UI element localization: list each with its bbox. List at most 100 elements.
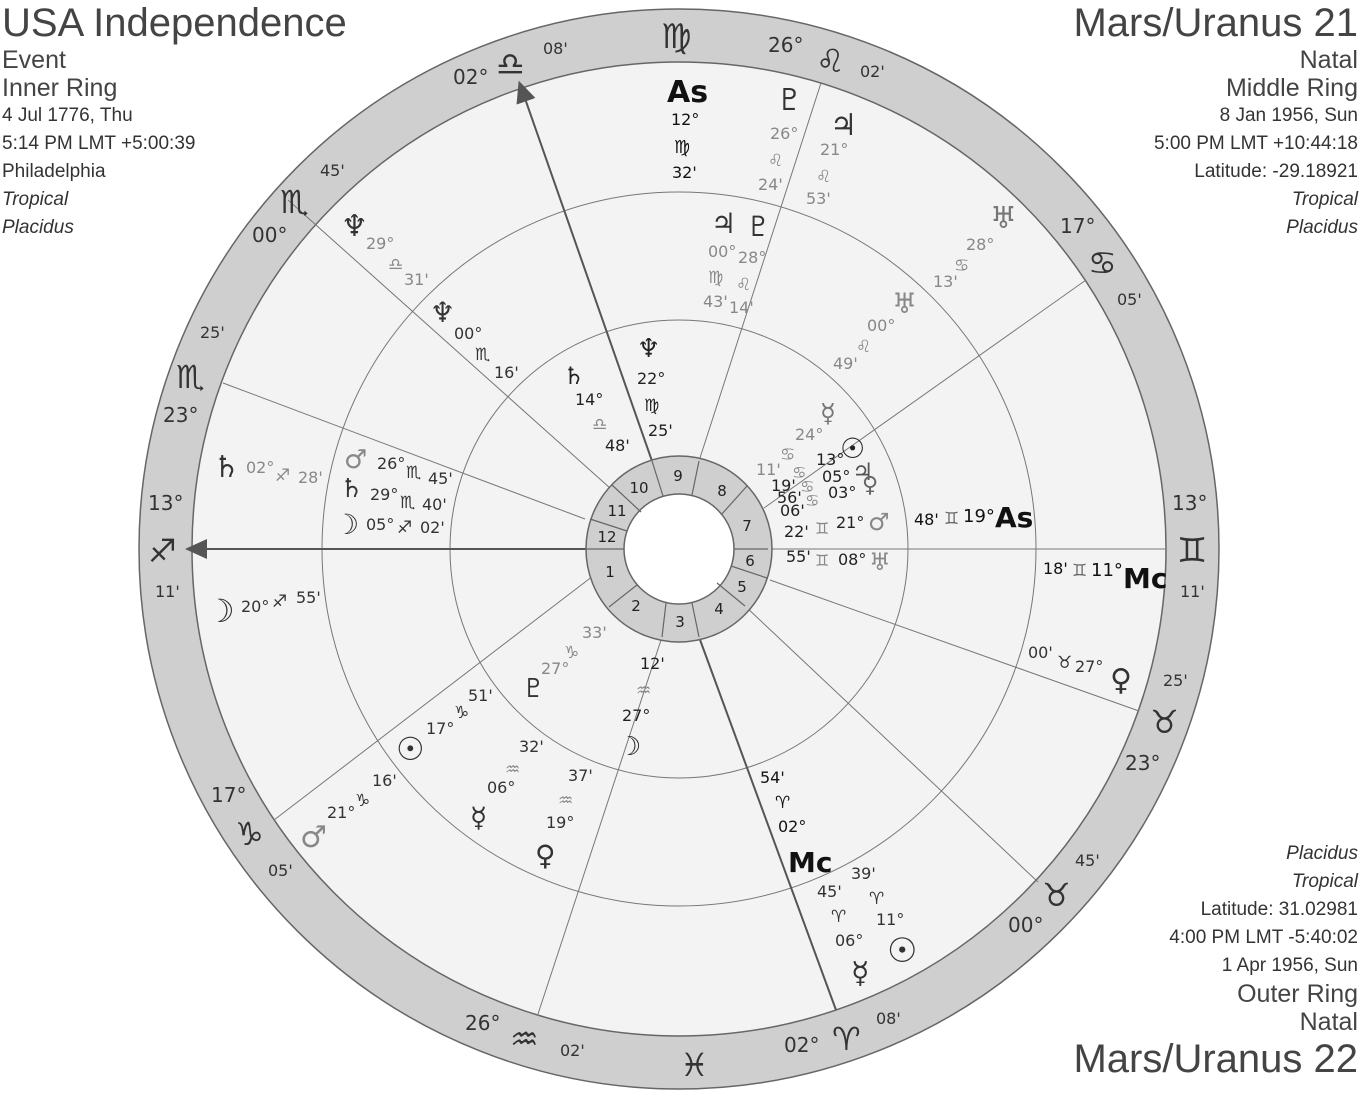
planet-degree: 14° [575, 390, 603, 409]
planet-degree: 19° [546, 813, 574, 832]
planet-degree: 02° [246, 458, 274, 477]
cusp-minute: 45' [320, 161, 345, 180]
saturn-glyph: ♄ [340, 474, 363, 504]
jupiter-glyph: ♃ [830, 108, 857, 143]
chart-place: Latitude: -29.18921 [1194, 161, 1358, 182]
chart-time: 5:00 PM LMT +10:44:18 [1153, 133, 1358, 154]
cusp-degree: 00° [1008, 913, 1043, 937]
sign-glyph-capricorn: ♑ [235, 815, 264, 853]
cusp-degree: 26° [465, 1011, 500, 1035]
house-number-6: 6 [745, 552, 755, 570]
planet-minute: 31' [404, 270, 429, 289]
inner-ascendant-degree: 19° [963, 506, 995, 527]
planet-sign: ♈ [831, 907, 846, 927]
planet-degree: 11° [876, 910, 904, 929]
inner-ascendant-sign: ♊ [944, 509, 959, 529]
outer-midheaven-sign: ♈ [775, 793, 790, 813]
house-number-2: 2 [631, 597, 641, 615]
planet-degree: 05° [822, 467, 850, 486]
neptune-glyph: ♆ [341, 209, 368, 244]
sign-glyph-aries: ♈ [832, 1020, 861, 1058]
planet-minute: 22' [784, 522, 809, 541]
planet-sign: ♐ [272, 592, 287, 612]
sign-glyph-cancer: ♋ [1088, 244, 1117, 282]
cusp-degree: 17° [211, 783, 246, 807]
planet-sign: ♏ [406, 463, 421, 483]
planet-sign: ♎ [388, 255, 403, 275]
chart-place: Philadelphia [2, 161, 106, 182]
outer-midheaven-degree: 02° [778, 817, 806, 836]
venus-glyph: ♀ [1110, 663, 1132, 698]
cusp-degree: 17° [1060, 214, 1095, 238]
house-number-7: 7 [742, 517, 752, 535]
outer-ascendant-degree: 12° [671, 110, 699, 129]
house-cusp-lines [222, 82, 1166, 1015]
house-number-8: 8 [717, 482, 727, 500]
planet-degree: 29° [370, 485, 398, 504]
planet-degree: 29° [366, 234, 394, 253]
planet-minute: 11' [756, 460, 781, 479]
planet-minute: 39' [851, 864, 876, 883]
neptune-glyph: ♆ [637, 334, 660, 364]
mercury-glyph: ☿ [851, 956, 869, 991]
sign-glyph-taurus: ♉ [1150, 703, 1179, 741]
chart-place: Latitude: 31.02981 [1200, 899, 1358, 920]
cusp-minute: 25' [1163, 671, 1188, 690]
house-system: Placidus [1286, 217, 1358, 238]
planet-minute: 55' [296, 588, 321, 607]
planet-minute: 49' [833, 354, 858, 373]
moon-glyph: ☽ [334, 508, 359, 541]
planet-minute: 45' [428, 469, 453, 488]
outer-midheaven-minute: 54' [760, 768, 785, 787]
planet-sign: ♎ [592, 415, 607, 435]
planet-sign: ♏ [400, 493, 415, 513]
planet-degree: 08° [838, 550, 866, 569]
planet-minute: 16' [494, 363, 519, 382]
middle-chart-info: Mars/Uranus 21 Natal Middle Ring 8 Jan 1… [1073, 0, 1358, 242]
cusp-degree: 23° [163, 403, 198, 427]
outer-midheaven-glyph: Mc [788, 846, 832, 879]
ic-axis [698, 636, 837, 1011]
house-number-12: 12 [597, 528, 616, 546]
sign-glyph-gemini: ♊ [1177, 531, 1207, 571]
chart-date: 8 Jan 1956, Sun [1219, 105, 1358, 126]
planet-degree: 28° [966, 235, 994, 254]
planet-degree: 20° [241, 597, 269, 616]
cusp-degree: 13° [148, 491, 183, 515]
sign-glyph-leo: ♌ [816, 42, 845, 80]
planet-sign: ♑ [454, 703, 469, 723]
planet-minute: 06' [780, 501, 805, 520]
jupiter-glyph: ♃ [711, 207, 736, 240]
planet-sign: ♑ [564, 643, 579, 663]
mars-glyph: ♂ [868, 508, 890, 536]
planet-degree: 13° [816, 450, 844, 469]
mercury-glyph: ☿ [470, 801, 487, 834]
uranus-glyph: ♅ [869, 548, 891, 576]
planet-minute: 13' [933, 272, 958, 291]
planet-sign: ♋ [800, 477, 814, 496]
middle-ring-planets: ♃ 00° ♍ 43' ♇ 28° ♌ 14' ♅ 00° ♌ 49' ☿ 24… [334, 207, 917, 872]
chart-type: Natal [1299, 1008, 1358, 1036]
planet-degree: 06° [487, 778, 515, 797]
house-number-dividers [586, 460, 768, 638]
zodiac-type: Tropical [2, 189, 69, 210]
planet-degree: 05° [366, 515, 394, 534]
planet-minute: 28' [298, 468, 323, 487]
cusp-minute: 02' [560, 1041, 585, 1060]
sign-glyph-aquarius: ♒ [510, 1020, 539, 1058]
saturn-glyph: ♄ [213, 450, 240, 485]
house-number-10: 10 [629, 479, 648, 497]
planet-degree: 26° [377, 454, 405, 473]
planet-minute: 19' [771, 476, 796, 495]
planet-degree: 24° [795, 425, 823, 444]
chart-type: Event [2, 46, 66, 74]
planet-degree: 28° [738, 248, 766, 267]
planet-sign: ♋ [805, 491, 819, 510]
planet-minute: 33' [582, 623, 607, 642]
sign-glyph-libra: ♎ [496, 45, 525, 83]
mercury-glyph: ☿ [820, 399, 836, 429]
zodiac-type: Tropical [1291, 871, 1358, 892]
planet-degree: 06° [835, 931, 863, 950]
planet-minute: 48' [605, 436, 630, 455]
sign-glyph-scorpio: ♏ [280, 183, 309, 221]
